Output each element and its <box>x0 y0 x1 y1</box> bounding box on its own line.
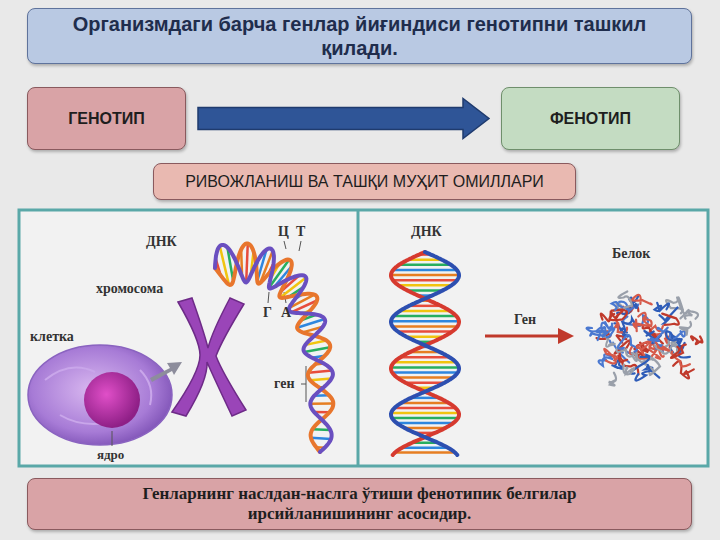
part-label: хромосома <box>96 281 163 296</box>
illustration-panel <box>19 210 708 466</box>
base-pair <box>392 417 458 420</box>
base-pair <box>311 438 331 439</box>
gene-arrow-head <box>558 328 574 344</box>
base-pair <box>246 243 248 282</box>
part-label: ген <box>274 376 294 391</box>
gene-bracket <box>301 366 306 402</box>
dna-strand <box>215 245 333 452</box>
base-pair <box>401 402 448 405</box>
part-label: Ген <box>514 312 536 327</box>
base-pair <box>391 366 459 369</box>
box-text: ФЕНОТИП <box>550 109 631 128</box>
protein-chain <box>633 320 648 331</box>
base-pair <box>393 325 458 328</box>
base-pair <box>395 451 455 454</box>
base-pair <box>394 361 456 364</box>
protein-chain <box>655 303 670 312</box>
base-pair <box>397 422 454 425</box>
base-pair <box>399 264 451 267</box>
protein-chain <box>609 310 627 320</box>
part-label: Г <box>263 305 272 320</box>
base-pair <box>308 371 332 373</box>
protein-chain <box>623 365 634 375</box>
protein-chain <box>618 356 638 375</box>
part-label: ДНК <box>411 224 442 239</box>
text-box: ФЕНОТИП <box>501 87 680 150</box>
base-leader <box>268 292 269 303</box>
protein-chain <box>678 297 689 318</box>
protein-chain <box>604 349 617 364</box>
panel-divider <box>357 211 360 465</box>
base-pair <box>391 412 459 415</box>
base-pair <box>310 402 333 405</box>
base-pair <box>394 315 457 318</box>
base-pair <box>398 330 452 333</box>
base-pair <box>401 356 450 359</box>
base-pair <box>392 371 458 374</box>
block-arrow <box>198 99 489 139</box>
box-text: Организмдаги барча генлар йиғиндиси гено… <box>58 12 661 60</box>
protein-chain <box>662 314 679 325</box>
text-box: РИВОЖЛАНИШ ВА ТАШҚИ МУҲИТ ОМИЛЛАРИ <box>153 163 576 200</box>
protein-chain <box>648 328 668 341</box>
protein-chain <box>592 328 614 337</box>
box-text: ГЕНОТИП <box>68 109 145 128</box>
dna-strand <box>391 252 459 455</box>
text-box: Генларнинг наслдан-наслга ўтиши фенотипи… <box>27 478 692 530</box>
dna-strand <box>391 252 459 455</box>
part-label: А <box>281 305 291 320</box>
base-leader <box>299 241 301 251</box>
part-label: Ц <box>278 224 289 239</box>
nucleus-leader <box>112 431 113 446</box>
box-text: Генларнинг наслдан-наслга ўтиши фенотипи… <box>68 484 651 525</box>
protein <box>587 292 703 386</box>
protein-chain <box>680 322 691 335</box>
part-label: клетка <box>30 329 74 344</box>
part-label: Т <box>296 224 305 239</box>
base-leader <box>284 241 286 249</box>
nucleus <box>84 372 140 428</box>
protein-chain <box>609 373 616 386</box>
gene-arrow <box>485 335 560 338</box>
cell <box>28 345 172 445</box>
part-label: ядро <box>97 448 124 462</box>
base-pair <box>391 274 459 277</box>
base-pair <box>394 407 455 410</box>
part-label: ДНК <box>146 234 177 249</box>
box-text: РИВОЖЛАНИШ ВА ТАШҚИ МУҲИТ ОМИЛЛАРИ <box>185 172 544 191</box>
base-pair <box>393 269 457 272</box>
protein-chain <box>631 295 651 304</box>
base-pair <box>397 376 453 379</box>
chromosome <box>172 298 246 416</box>
cell-to-chromosome-arrow <box>150 362 182 382</box>
base-pair <box>391 320 459 323</box>
text-box: Организмдаги барча генлар йиғиндиси гено… <box>27 8 692 64</box>
protein-chain <box>618 292 632 309</box>
text-box: ГЕНОТИП <box>27 87 186 150</box>
protein-chain <box>691 336 702 344</box>
base-pair <box>393 279 457 282</box>
protein-chain <box>618 335 637 352</box>
protein-chain <box>655 341 673 354</box>
base-pair <box>400 310 450 313</box>
base-pair <box>402 446 448 449</box>
protein-chain <box>671 345 686 358</box>
protein-chain <box>666 331 681 341</box>
protein-chain <box>605 322 612 329</box>
base-pair <box>398 284 451 287</box>
dna-strand <box>215 244 333 453</box>
part-label: Белок <box>612 246 650 261</box>
